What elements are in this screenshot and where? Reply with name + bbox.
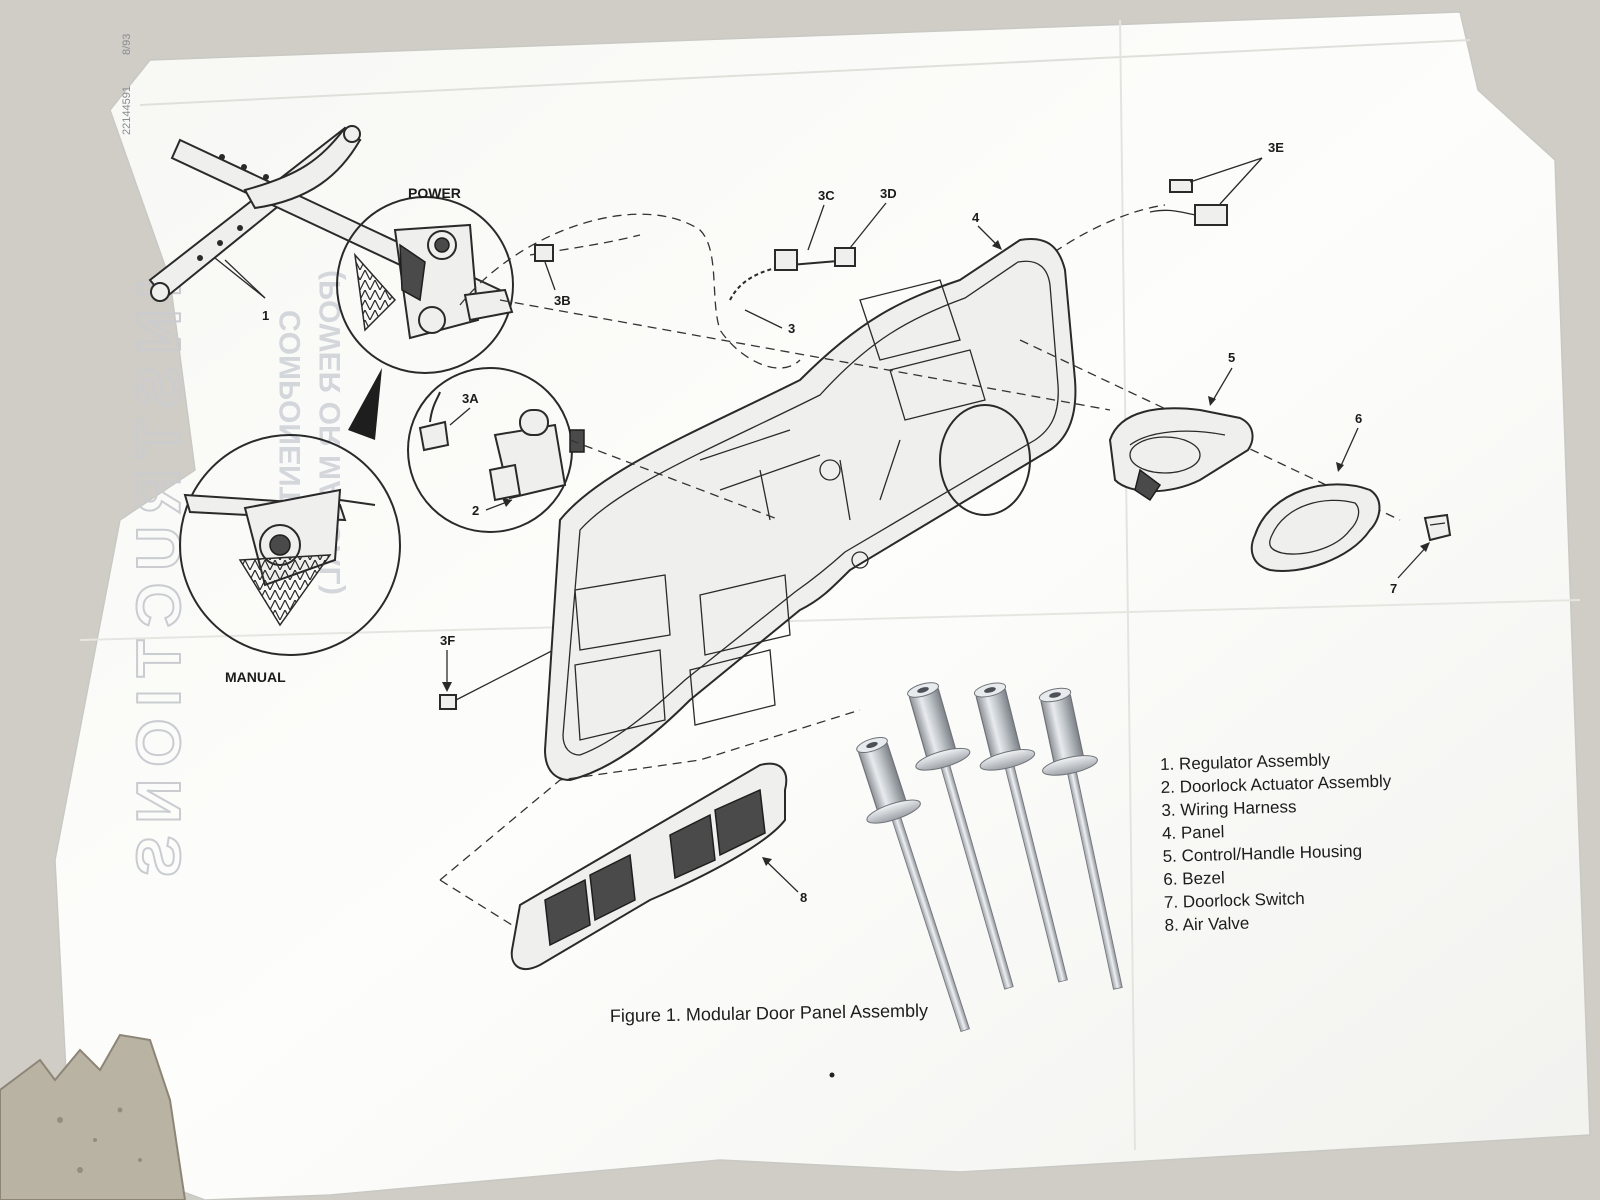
- rivet-set: [856, 682, 1123, 1033]
- legend-item-8: 8. Air Valve: [1164, 914, 1249, 935]
- rivet: [856, 736, 970, 1033]
- connector-3e-b: [1194, 204, 1228, 226]
- show-through-text: INSTRUCTIONS: [124, 279, 195, 890]
- callout-3e: 3E: [1268, 140, 1284, 155]
- legend-item-7: 7. Doorlock Switch: [1164, 889, 1305, 912]
- bezel: [1250, 483, 1381, 572]
- legend-item-1: 1. Regulator Assembly: [1160, 750, 1331, 774]
- callout-6: 6: [1355, 411, 1362, 426]
- legend-item-3: 3. Wiring Harness: [1161, 797, 1297, 820]
- callout-5: 5: [1228, 350, 1235, 365]
- fold-crease: [1119, 19, 1136, 1151]
- callout-3b: 3B: [554, 293, 571, 308]
- rivet: [907, 682, 1014, 990]
- door-panel: [543, 238, 1077, 782]
- callout-4: 4: [972, 210, 980, 225]
- fold-crease: [139, 39, 1471, 106]
- rivet: [1038, 687, 1123, 990]
- connector-3b: [534, 244, 554, 262]
- legend-item-6: 6. Bezel: [1163, 868, 1225, 889]
- connector-3f: [439, 694, 457, 710]
- regulator-pivot: [150, 282, 170, 302]
- callout-3a: 3A: [462, 391, 479, 406]
- callout-7: 7: [1390, 581, 1397, 596]
- manual-regulator-detail: [179, 434, 401, 656]
- wiring-harness: [439, 179, 1228, 710]
- fold-crease: [79, 599, 1581, 641]
- sheet-part-number: 22144591: [121, 86, 133, 135]
- connector-3c: [774, 249, 798, 271]
- callout-3: 3: [788, 321, 795, 336]
- manual-view-label: MANUAL: [225, 669, 286, 685]
- air-valve: [510, 762, 788, 970]
- explode-line: [439, 709, 861, 881]
- show-through-title: INSTRUCTIONS: [125, 280, 194, 889]
- connector-3e-a: [1169, 179, 1193, 193]
- show-through-line1: COMPONENT: [274, 310, 307, 505]
- connector-3d: [834, 247, 856, 267]
- sheet-code: 22144591 8/93: [121, 34, 133, 135]
- callout-leader-1: [224, 259, 266, 299]
- explode-line: [569, 439, 781, 521]
- callout-3c: 3C: [818, 188, 835, 203]
- callout-3d: 3D: [880, 186, 897, 201]
- callout-2: 2: [472, 503, 479, 518]
- doorlock-actuator-detail: [407, 367, 585, 533]
- control-handle-housing: [1108, 407, 1254, 502]
- rivet: [973, 682, 1068, 983]
- power-regulator-detail: [336, 196, 514, 374]
- legend-item-4: 4. Panel: [1162, 822, 1225, 843]
- explode-line: [499, 299, 1111, 411]
- power-view-label: POWER: [408, 185, 461, 201]
- doorlock-switch: [1423, 513, 1452, 542]
- callout-8: 8: [800, 890, 807, 905]
- callout-1: 1: [262, 308, 269, 323]
- callout-3f: 3F: [440, 633, 455, 648]
- detail-pointer: [348, 368, 382, 440]
- sheet-date-code: 8/93: [121, 34, 133, 55]
